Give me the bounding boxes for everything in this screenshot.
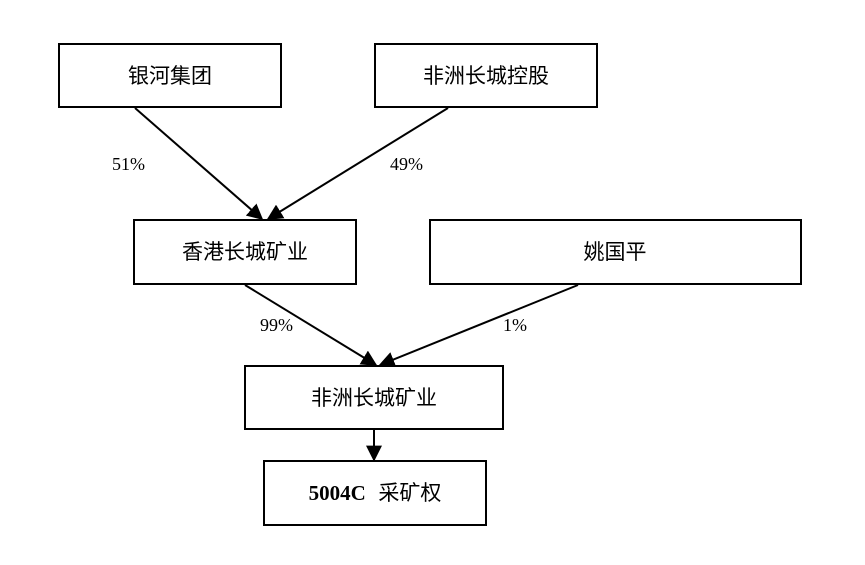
- node-africa-great-wall-mining: 非洲长城矿业: [244, 365, 504, 430]
- node-mining-rights-5004c: 5004C 采矿权: [263, 460, 487, 526]
- node-yinhe-group: 银河集团: [58, 43, 282, 108]
- edge-hk-to-africa-mining: [244, 284, 378, 366]
- pct-label-1: 1%: [503, 315, 527, 335]
- node-yinhe-group-label: 银河集团: [128, 64, 212, 88]
- node-mining-rights-label: 5004C 采矿权: [309, 481, 442, 505]
- mining-rights-code: 5004C: [309, 481, 366, 505]
- node-yao-guoping: 姚国平: [429, 219, 802, 285]
- node-yao-guoping-label: 姚国平: [584, 240, 647, 264]
- edge-africa-holding-to-hk: [266, 107, 449, 220]
- edge-yao-to-africa-mining: [378, 284, 579, 368]
- node-africa-great-wall-holding-label: 非洲长城控股: [423, 64, 549, 88]
- mining-rights-text: 采矿权: [378, 481, 441, 505]
- edge-yinhe-to-hk: [134, 107, 264, 221]
- node-africa-great-wall-holding: 非洲长城控股: [374, 43, 598, 108]
- pct-label-51: 51%: [112, 154, 145, 174]
- pct-label-99: 99%: [260, 315, 293, 335]
- node-hk-great-wall-mining: 香港长城矿业: [133, 219, 357, 285]
- pct-label-49: 49%: [390, 154, 423, 174]
- node-africa-great-wall-mining-label: 非洲长城矿业: [311, 386, 437, 410]
- node-hk-great-wall-mining-label: 香港长城矿业: [182, 240, 308, 264]
